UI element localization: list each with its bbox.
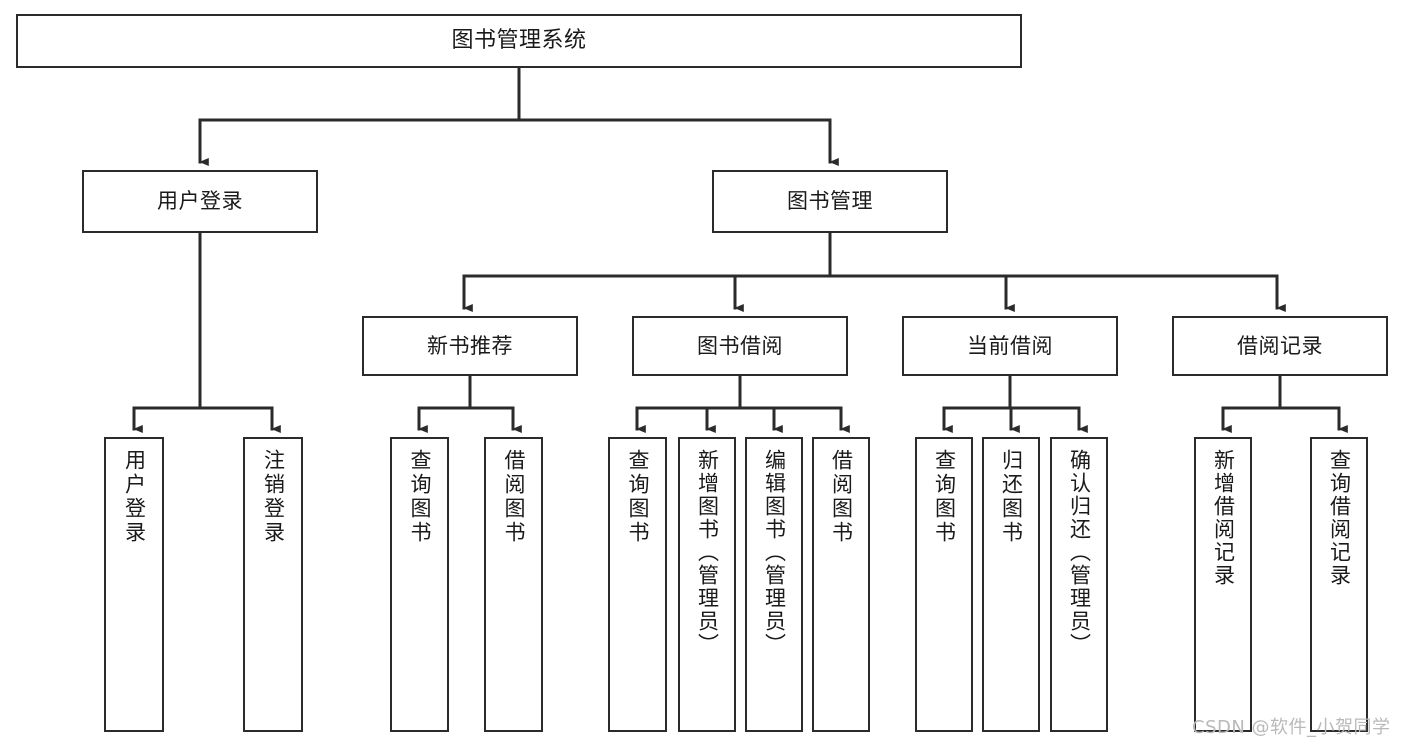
node-new-book-recommend[interactable]: 新书推荐	[362, 316, 578, 376]
leaf-br-query-record[interactable]: 查询借阅记录	[1310, 437, 1368, 732]
leaf-cb-query-book-label: 查询图书	[932, 449, 957, 545]
leaf-br-add-record-label: 新增借阅记录	[1211, 449, 1236, 587]
node-root-label: 图书管理系统	[451, 28, 587, 54]
leaf-logout[interactable]: 注销登录	[243, 437, 303, 732]
leaf-bb-query-book-label: 查询图书	[626, 449, 650, 545]
leaf-br-add-record[interactable]: 新增借阅记录	[1194, 437, 1252, 732]
leaf-bb-borrow-book-label: 借阅图书	[829, 449, 854, 545]
leaf-nb-query-book-label: 查询图书	[408, 449, 432, 545]
leaf-cb-confirm-return-admin[interactable]: 确认归还（管理员）	[1050, 437, 1108, 732]
node-book-management[interactable]: 图书管理	[712, 170, 948, 233]
node-user-login-label: 用户登录	[157, 189, 243, 214]
leaf-bb-edit-book-admin[interactable]: 编辑图书（管理员）	[745, 437, 803, 732]
node-user-login[interactable]: 用户登录	[82, 170, 318, 233]
leaf-nb-query-book[interactable]: 查询图书	[390, 437, 449, 732]
leaf-bb-add-book-admin[interactable]: 新增图书（管理员）	[678, 437, 736, 732]
leaf-bb-borrow-book[interactable]: 借阅图书	[812, 437, 870, 732]
node-borrow-record-label: 借阅记录	[1237, 333, 1323, 358]
node-new-book-recommend-label: 新书推荐	[427, 333, 513, 358]
leaf-bb-add-book-admin-label: 新增图书（管理员）	[695, 449, 720, 656]
leaf-br-query-record-label: 查询借阅记录	[1327, 449, 1352, 587]
node-current-borrow[interactable]: 当前借阅	[902, 316, 1118, 376]
leaf-user-login-label: 用户登录	[122, 449, 147, 545]
leaf-nb-borrow-book[interactable]: 借阅图书	[484, 437, 543, 732]
node-book-borrow-label: 图书借阅	[697, 333, 783, 358]
leaf-bb-edit-book-admin-label: 编辑图书（管理员）	[762, 449, 787, 656]
leaf-cb-return-book[interactable]: 归还图书	[982, 437, 1040, 732]
node-book-management-label: 图书管理	[787, 189, 873, 214]
leaf-bb-query-book[interactable]: 查询图书	[608, 437, 667, 732]
node-book-borrow[interactable]: 图书借阅	[632, 316, 848, 376]
node-root[interactable]: 图书管理系统	[16, 14, 1022, 68]
node-borrow-record[interactable]: 借阅记录	[1172, 316, 1388, 376]
leaf-logout-label: 注销登录	[261, 449, 286, 545]
leaf-cb-return-book-label: 归还图书	[999, 449, 1024, 545]
node-current-borrow-label: 当前借阅	[967, 333, 1053, 358]
leaf-cb-query-book[interactable]: 查询图书	[915, 437, 973, 732]
leaf-cb-confirm-return-admin-label: 确认归还（管理员）	[1067, 449, 1092, 656]
leaf-nb-borrow-book-label: 借阅图书	[502, 449, 526, 545]
leaf-user-login[interactable]: 用户登录	[104, 437, 164, 732]
